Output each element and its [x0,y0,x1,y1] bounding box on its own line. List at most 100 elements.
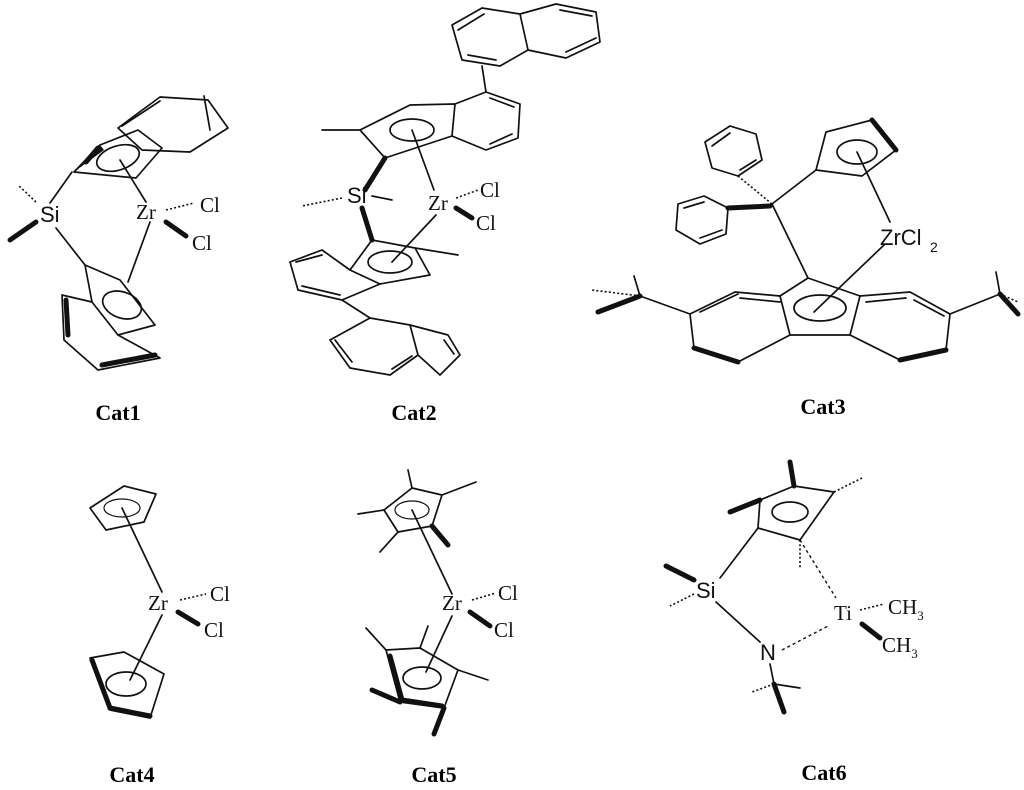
cat2-lower-five-ring [349,239,431,285]
cat2-lower-methyl [414,247,459,256]
cat6-si-n-bond [715,601,761,643]
cat2-top-naph-ring1 [451,7,529,67]
cat2-upper-six-double [489,97,515,145]
cat6-ti-me1-hash [859,603,885,611]
cat3-flu-circle [793,294,847,322]
cat5-upper-bold-methyl [429,523,451,548]
cat4-upper-bond [121,507,163,593]
cat6-cp-ring [757,485,835,541]
cat1-cl1-label: Cl [200,193,220,217]
cat3-flu-left-double [699,293,781,313]
cat5-upper-cp-ring [383,487,443,533]
cat4-cl2-bold [175,609,201,627]
cat1-zr-lower-bond [127,221,151,283]
cat4-cl2-label: Cl [204,618,224,642]
cat6-tbu-bold [771,681,787,715]
cat6-cp-si-bond [719,527,759,579]
cat3-phenyl-1 [704,125,763,177]
cat2-zr-lower-bond [391,214,437,263]
cat6-tbu-hash [751,683,775,693]
cat1-zr-upper-bond [119,159,147,203]
cat6-si-hash [669,593,695,607]
cat4-structure: Zr Cl Cl Cat4 [89,485,230,787]
cat2-structure: Si Zr Cl Cl Cat2 [289,3,601,425]
cat2-cl2-label: Cl [476,211,496,235]
cat3-zr-cp-bond [856,151,891,223]
cat6-n-tbu-bond [769,663,775,685]
cat5-upper-cp-circle [394,500,430,520]
cat6-caption: Cat6 [801,760,846,785]
cat3-tbu-left-up [633,275,641,297]
cat2-upper-bold [362,155,388,193]
cat2-upper-five-ring [359,103,456,159]
cat5-zr-label: Zr [442,591,462,615]
cat1-upper-benzo-ring [117,96,229,153]
cat2-bottom-naph-double [334,339,455,370]
cat1-upper-bold-edge [83,145,101,165]
cat2-bottom-naph-ring1 [329,317,419,376]
cat2-top-naph-ring2 [519,3,601,59]
cat3-flu-left-ring [689,291,791,363]
cat3-flu-right-double [865,297,945,317]
cat5-upper-methyls [357,469,477,553]
cat2-cl1-hashed [455,189,479,199]
cat1-cl2-label: Cl [192,231,212,255]
cat5-cl1-label: Cl [498,581,518,605]
cat2-upper-six-ring [451,91,521,151]
cat5-cl2-label: Cl [494,618,514,642]
cat3-tbu-left-hash [591,289,641,297]
cat1-si-methyl-bold [7,219,39,243]
cat2-si-hashed [301,197,343,207]
cat5-lower-methyls [365,625,489,681]
cat6-ti-me2-bold [859,621,883,641]
cat3-zr-flu-bond [813,244,885,313]
cat3-phenyl-2 [675,195,729,245]
cat3-tbu-left-bond [639,295,691,315]
cat5-lower-bold-edges [387,653,445,709]
cat1-upper-double-bond-2 [203,95,211,131]
cat1-lower-bold-1 [63,297,71,338]
cat5-lower-bold-methyls [369,687,447,737]
cat3-zrcl-label: ZrCl [880,225,922,250]
cat6-methyl-left [727,497,763,515]
cat5-lower-bond [425,615,453,673]
cat4-upper-cp-circle [103,498,141,518]
cat6-cp-ti-dashed [799,539,837,599]
cat2-caption: Cat2 [391,400,436,425]
cat3-bridge-bold [725,203,773,211]
cat1-si-lower-bond [55,227,86,266]
cat6-n-ti-dashed [781,624,831,651]
cat6-cp-circle [771,501,809,523]
cat6-ti-label: Ti [834,601,852,625]
cat1-si-cp-bond [49,171,73,204]
cat2-top-naph-double-bonds [457,9,597,61]
cat3-tbu-right-bold [997,291,1021,317]
cat3-zrcl-sub: 2 [930,239,938,255]
cat3-flu-left-bold [691,345,741,365]
cat5-cl1-hashed [471,592,497,601]
cat1-upper-cp-circle [95,143,141,173]
cat2-lower-six-ring [289,249,381,301]
cat2-zr-upper-bond [411,129,435,191]
cat2-upper-cp-circle [389,118,435,142]
cat5-caption: Cat5 [411,762,456,787]
cat2-cl2-bold [453,205,475,221]
cat1-lower-bold-2 [99,352,158,368]
cat6-methyl-right-hash [833,477,863,493]
cat1-lower-cp-circle [101,290,143,320]
cat3-bridge-flu-bond [771,203,809,279]
cat3-phenyl-2-double [683,201,723,239]
cat5-structure: Zr Cl Cl Cat5 [357,469,518,787]
cat2-bottom-naph-ring2 [409,324,461,376]
cat1-si-methyl-hashed [17,184,37,203]
cat5-lower-cp-circle [402,666,442,690]
cat2-cl1-label: Cl [480,178,500,202]
cat4-caption: Cat4 [109,762,154,787]
cat2-si-methyl [371,195,393,201]
cat2-lower-six-double [295,254,341,296]
cat6-si-label: Si [696,578,716,603]
cat1-cl1-hashed [165,202,195,211]
cat3-caption: Cat3 [800,394,845,419]
